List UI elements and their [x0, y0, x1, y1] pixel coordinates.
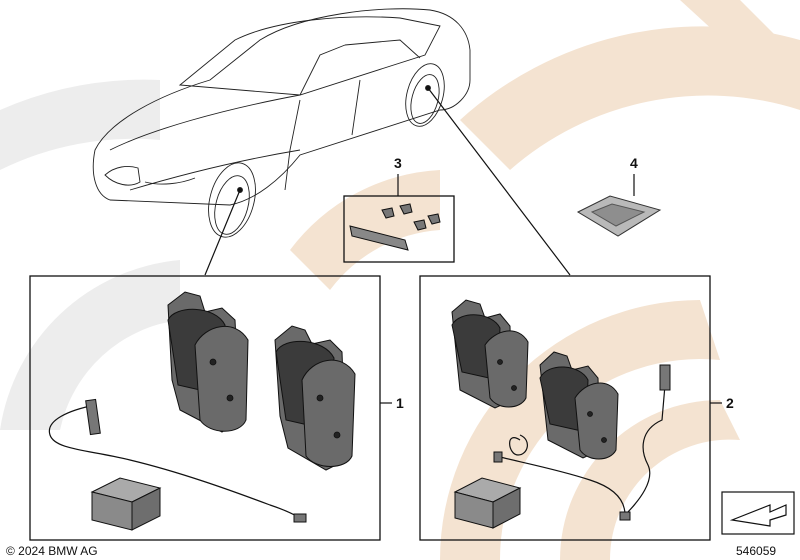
leader-rear-axle: [427, 87, 571, 276]
clip-kit-box: [343, 195, 455, 263]
brake-pad-front-d: [574, 382, 619, 460]
brake-pad-front-b: [301, 359, 356, 467]
copyright-text: © 2024 BMW AG: [6, 544, 98, 558]
callout-3: 3: [394, 155, 402, 171]
rear-wear-sensor: [493, 364, 671, 521]
rear-pad-kit-box: [419, 275, 711, 541]
callout-2: 2: [726, 395, 734, 411]
front-brake-pads: [167, 291, 356, 471]
diagram-number: 546059: [736, 544, 776, 558]
leader-front-axle: [204, 189, 241, 276]
rear-brake-pads: [451, 299, 619, 460]
front-pad-kit-box: [29, 275, 381, 541]
arrow-corner-icon: [721, 491, 795, 535]
fitting-clips: [349, 203, 441, 251]
car-outline-icon: [92, 8, 471, 238]
front-grease-packet: [90, 477, 162, 531]
rear-grease-packet: [453, 477, 522, 529]
grease-sachet: [576, 195, 662, 237]
callout-4: 4: [630, 155, 638, 171]
brake-pad-front-c: [484, 330, 529, 408]
front-wear-sensor: [48, 398, 307, 523]
callout-1: 1: [396, 395, 404, 411]
brake-pad-front-a: [194, 325, 249, 432]
